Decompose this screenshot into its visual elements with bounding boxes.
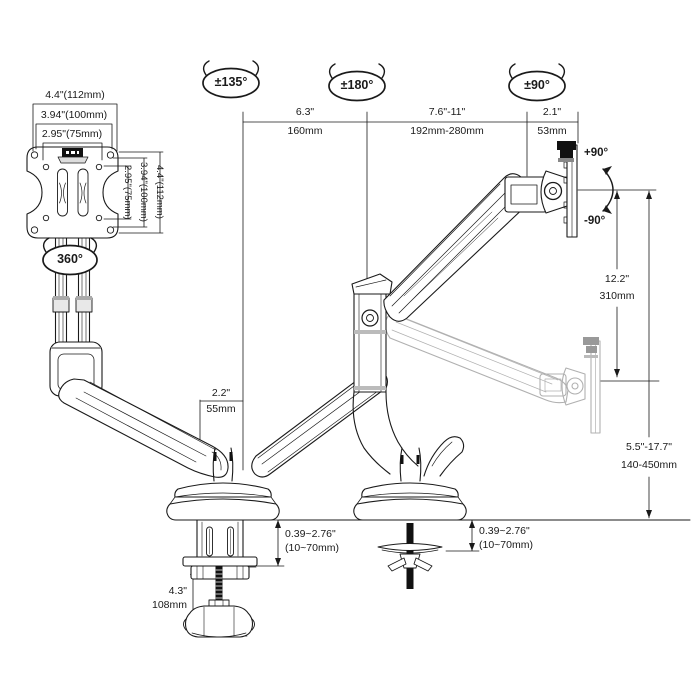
- dim-vesa-height-100: 3.94"(100mm): [138, 162, 149, 222]
- vesa-plate: [26, 146, 119, 239]
- dim-clamp-open-in: 0.39~2.76": [285, 528, 336, 540]
- dim-post-width-mm: 55mm: [206, 403, 236, 415]
- dim-vesa-width-112: 4.4"(112mm): [45, 89, 105, 101]
- left-arm-assembly: [49, 237, 389, 478]
- badge-180-label: ±180°: [340, 78, 374, 92]
- badge-90-label: ±90°: [524, 78, 550, 92]
- badge-360-label: 360°: [57, 252, 83, 266]
- dim-drop-in: 12.2": [604, 273, 630, 285]
- dim-head-depth-in: 2.1": [542, 106, 562, 118]
- dim-grommet-mm: (10~70mm): [479, 539, 533, 551]
- badge-90: [508, 63, 566, 102]
- dim-head-depth-mm: 53mm: [537, 125, 567, 137]
- rotation-badges: [42, 60, 566, 276]
- dim-grommet-in: 0.39~2.76": [479, 525, 530, 537]
- right-base-grommet-mount: [353, 436, 467, 589]
- dim-vesa-height-112: 4.4"(112mm): [154, 165, 165, 219]
- dim-clamp-height-mm: 108mm: [151, 599, 187, 611]
- tilt-down-label: -90°: [584, 215, 606, 227]
- dim-vesa-width-75: 2.95"(75mm): [41, 128, 103, 140]
- dim-height-range-in: 5.5"-17.7": [626, 441, 672, 453]
- tilt-up-label: +90°: [584, 147, 609, 159]
- badge-360: [42, 237, 98, 276]
- dim-arm1-reach-mm: 160mm: [287, 125, 323, 137]
- quick-release-tab: [57, 148, 89, 164]
- badge-135: [202, 60, 260, 99]
- ghost-arm-lowered-position: [384, 313, 601, 434]
- dim-drop-mm: 310mm: [599, 290, 635, 302]
- badge-135-label: ±135°: [214, 75, 248, 89]
- dim-height-range-mm: 140-450mm: [620, 459, 678, 471]
- head-quick-release-tab: [557, 141, 576, 162]
- vesa-screw-holes: [30, 151, 115, 234]
- dim-clamp-height-in: 4.3": [168, 585, 187, 597]
- dim-arm2-reach-mm: 192mm-280mm: [410, 125, 484, 137]
- dim-clamp-open-mm: (10~70mm): [285, 542, 339, 554]
- dim-arm1-reach-in: 6.3": [295, 106, 315, 118]
- vesa-slots: [57, 168, 89, 217]
- right-arm-assembly: [351, 141, 614, 475]
- dim-arm2-reach-in: 7.6"-11": [428, 106, 466, 118]
- badge-180: [328, 63, 386, 102]
- left-base-clamp-mount: [166, 447, 280, 638]
- dim-vesa-height-75: 2.95"(75mm): [122, 164, 133, 220]
- dim-post-width-in: 2.2": [211, 387, 231, 399]
- dim-vesa-width-100: 3.94"(100mm): [40, 109, 108, 121]
